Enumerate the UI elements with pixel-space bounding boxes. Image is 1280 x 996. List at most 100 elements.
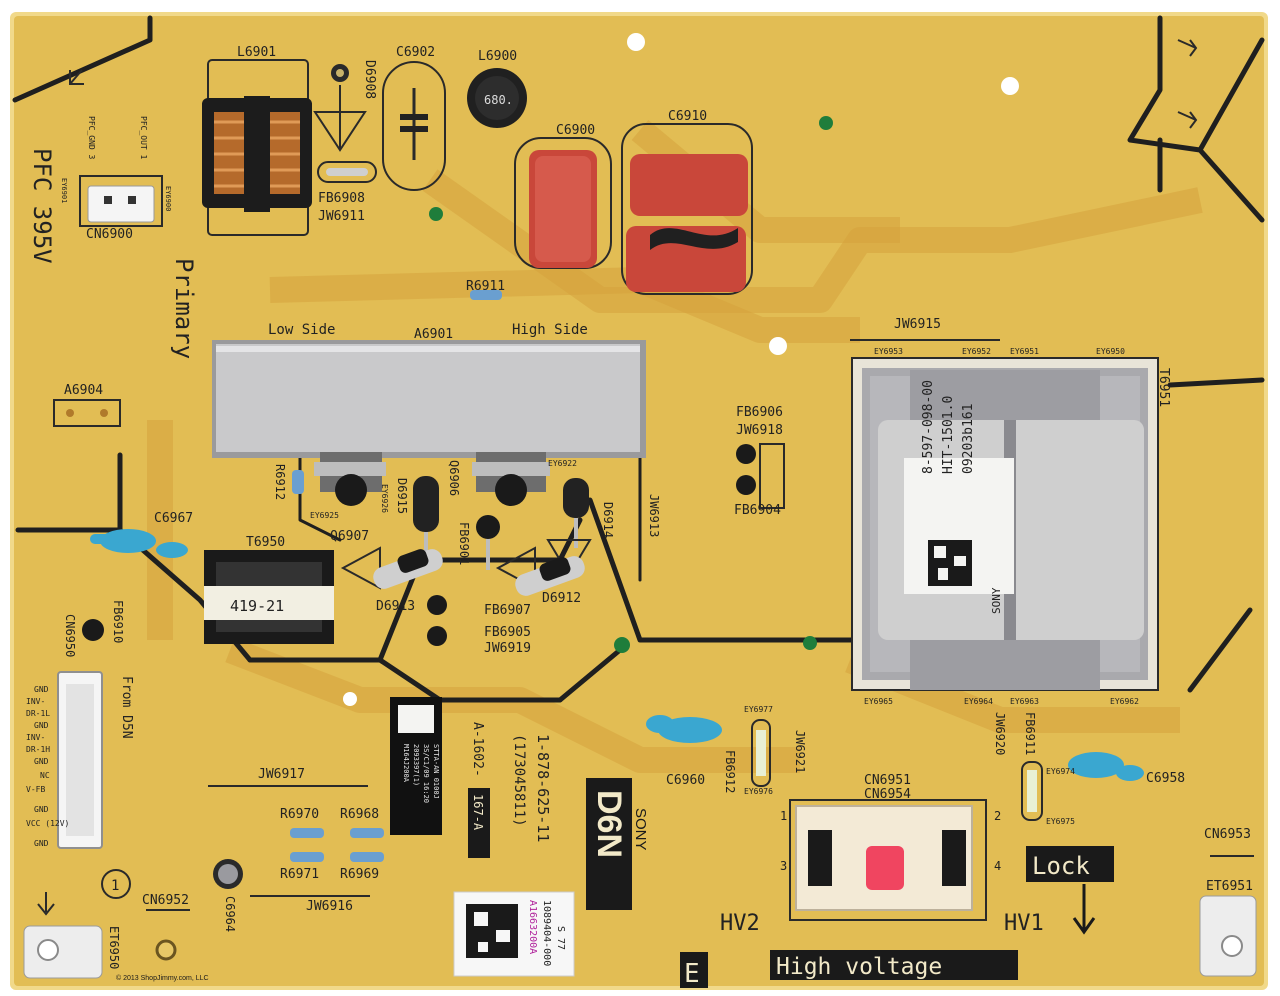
silk-box-e bbox=[680, 952, 708, 988]
label-ey6965: EY6965 bbox=[864, 697, 893, 706]
label-ey6975: EY6975 bbox=[1046, 817, 1075, 826]
label-ey6901: EY6901 bbox=[60, 178, 68, 203]
t6951-label-line2: HIT-1501.0 bbox=[941, 396, 956, 474]
diode-group bbox=[292, 290, 785, 646]
silk-high-side: High Side bbox=[512, 322, 588, 338]
label-cn6950: CN6950 bbox=[63, 614, 77, 657]
label-d6912: D6912 bbox=[542, 591, 581, 606]
silk-hv2: HV2 bbox=[720, 911, 760, 936]
t6950-marking: 419-21 bbox=[230, 597, 284, 615]
terminal-et6951 bbox=[1199, 895, 1257, 977]
label-jw6916: JW6916 bbox=[306, 899, 353, 914]
label-r6970: R6970 bbox=[280, 807, 319, 822]
label-ey6963: EY6963 bbox=[1010, 697, 1039, 706]
label-fb6910: FB6910 bbox=[111, 600, 125, 643]
t6951-label-brand: SONY bbox=[990, 587, 1003, 614]
label-jw6919: JW6919 bbox=[484, 641, 531, 656]
label-ey6962: EY6962 bbox=[1110, 697, 1139, 706]
black-label-line4: STTA-AN 0100J bbox=[432, 744, 440, 799]
board-model-big: D6N bbox=[590, 790, 628, 858]
label-jw6911: JW6911 bbox=[318, 209, 365, 224]
label-d6914: D6914 bbox=[601, 502, 615, 538]
pin-label-2: DR-1L bbox=[26, 709, 50, 718]
silk-lines bbox=[37, 39, 1254, 916]
silk-hv1: HV1 bbox=[1004, 911, 1044, 936]
label-ey6976: EY6976 bbox=[744, 787, 773, 796]
board-part-number-2: (173045811) bbox=[511, 734, 527, 827]
jumper-a6904 bbox=[53, 399, 121, 427]
label-d6915: D6915 bbox=[395, 478, 409, 514]
label-jw6921: JW6921 bbox=[793, 730, 807, 773]
silk-pin-2: 2 bbox=[994, 809, 1001, 823]
label-ey6952: EY6952 bbox=[962, 347, 991, 356]
sticker-serial-suffix: S 77 bbox=[555, 926, 566, 950]
fuse-fb6912 bbox=[751, 719, 771, 787]
pin-label-10: VCC (12V) bbox=[26, 819, 69, 828]
silk-pfc-gnd: PFC_GND 3 bbox=[87, 116, 96, 160]
label-a6901: A6901 bbox=[414, 327, 453, 342]
label-ey6953: EY6953 bbox=[874, 347, 903, 356]
label-a6904: A6904 bbox=[64, 383, 103, 398]
copyright: © 2013 ShopJimmy.com, LLC bbox=[116, 974, 209, 982]
black-label-line2: 2093397(1) bbox=[412, 744, 420, 786]
label-ey6950: EY6950 bbox=[1096, 347, 1125, 356]
t6951-label-line1: 8-597-098-00 bbox=[921, 380, 936, 474]
silk-circle-one bbox=[101, 869, 131, 899]
label-ey6900: EY6900 bbox=[164, 186, 172, 211]
capacitor-c6967 bbox=[82, 529, 188, 641]
label-ey6951: EY6951 bbox=[1010, 347, 1039, 356]
label-fb6904: FB6904 bbox=[734, 503, 781, 518]
label-l6900: L6900 bbox=[478, 49, 517, 64]
label-c6960: C6960 bbox=[666, 773, 705, 788]
silk-circle-one-text: 1 bbox=[111, 878, 119, 894]
silk-box-167a bbox=[468, 788, 490, 858]
label-r6911: R6911 bbox=[466, 279, 505, 294]
component-designators: L6901 D6908 C6902 L6900 680. C6900 C6910… bbox=[60, 45, 1253, 969]
pin-label-11: GND bbox=[34, 839, 49, 848]
silk-pin-4: 4 bbox=[994, 859, 1001, 873]
label-et6950: ET6950 bbox=[107, 926, 121, 969]
label-r6968: R6968 bbox=[340, 807, 379, 822]
label-fb6906: FB6906 bbox=[736, 405, 783, 420]
pin-label-9: GND bbox=[34, 805, 49, 814]
label-r6971: R6971 bbox=[280, 867, 319, 882]
board-assembly-prefix: A-1602- bbox=[470, 722, 485, 777]
silk-pin-1: 1 bbox=[780, 809, 787, 823]
label-jw6920: JW6920 bbox=[993, 712, 1007, 755]
diode-d6908 bbox=[313, 64, 377, 183]
pin-label-8: V-FB bbox=[26, 785, 45, 794]
label-l6901: L6901 bbox=[237, 45, 276, 60]
capacitor-c6900 bbox=[514, 137, 612, 269]
label-q6907: Q6907 bbox=[330, 529, 369, 544]
silk-low-side: Low Side bbox=[268, 322, 335, 338]
capacitor-c6960 bbox=[646, 715, 722, 743]
board-assembly-suffix: 167-A bbox=[471, 794, 485, 831]
terminal-et6950 bbox=[23, 925, 103, 979]
connector-cn6900 bbox=[79, 175, 163, 227]
barcode-sticker bbox=[453, 891, 575, 977]
connector-cn6950 bbox=[57, 671, 103, 849]
label-ey6922: EY6922 bbox=[548, 459, 577, 468]
label-et6951: ET6951 bbox=[1206, 879, 1253, 894]
label-c6902: C6902 bbox=[396, 45, 435, 60]
pin-label-3: GND bbox=[34, 721, 49, 730]
lock-arrow bbox=[1072, 884, 1096, 935]
pin-label-1: INV- bbox=[26, 697, 45, 706]
pin-label-7: NC bbox=[40, 771, 50, 780]
label-fb6911: FB6911 bbox=[1023, 712, 1037, 755]
silk-box-high-voltage bbox=[770, 950, 1018, 980]
black-label-line1: M164J200A bbox=[402, 744, 410, 783]
silk-pfc-out: PFC_OUT 1 bbox=[139, 116, 148, 160]
black-label bbox=[390, 697, 442, 835]
label-t6950: T6950 bbox=[246, 535, 285, 550]
capacitor-c6902 bbox=[382, 61, 446, 191]
inductor-l6901 bbox=[202, 59, 312, 236]
capacitor-c6910 bbox=[621, 123, 753, 295]
label-r6969: R6969 bbox=[340, 867, 379, 882]
pin-label-0: GND bbox=[34, 685, 49, 694]
capacitor-c6958 bbox=[1068, 752, 1144, 781]
black-label-line3: 3S/C1/09 16:20 bbox=[422, 744, 430, 803]
label-cn6953: CN6953 bbox=[1204, 827, 1251, 842]
board-brand: SONY bbox=[632, 808, 649, 851]
label-cn6954: CN6954 bbox=[864, 787, 911, 802]
